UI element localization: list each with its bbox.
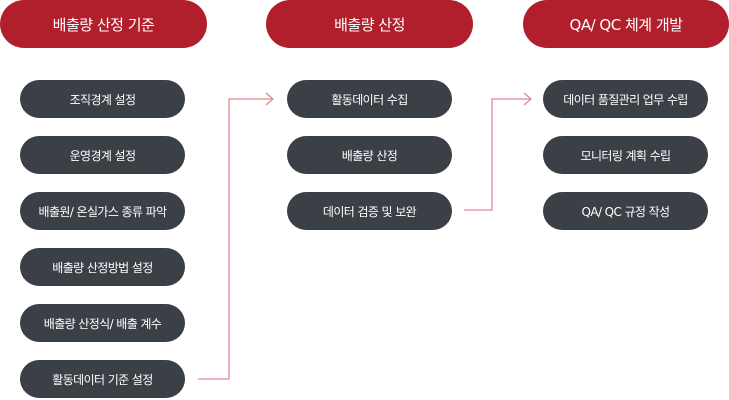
arrow-head-column2 — [265, 92, 274, 106]
step-emission-factors: 배출량 산정식/ 배출 계수 — [20, 304, 185, 342]
step-calculation-method: 배출량 산정방법 설정 — [20, 248, 185, 286]
column-2-header: 배출량 산정 — [266, 0, 473, 48]
connector-column1-to-column2 — [198, 98, 272, 380]
column-3-header: QA/ QC 체계 개발 — [523, 0, 729, 48]
step-monitoring-plan: 모니터링 계획 수립 — [543, 136, 708, 174]
step-activity-data-criteria: 활동데이터 기준 설정 — [20, 360, 185, 398]
step-operational-boundary: 운영경계 설정 — [20, 136, 185, 174]
arrow-head-column3 — [523, 92, 532, 106]
step-activity-data-collection: 활동데이터 수집 — [287, 80, 452, 118]
connector-column2-to-column3 — [464, 98, 530, 211]
step-emission-calculation: 배출량 산정 — [287, 136, 452, 174]
step-qa-qc-rules: QA/ QC 규정 작성 — [543, 192, 708, 230]
step-emission-sources: 배출원/ 온실가스 종류 파악 — [20, 192, 185, 230]
step-data-verification: 데이터 검증 및 보완 — [287, 192, 452, 230]
step-data-quality-management: 데이터 품질관리 업무 수립 — [543, 80, 708, 118]
step-organizational-boundary: 조직경계 설정 — [20, 80, 185, 118]
column-1-header: 배출량 산정 기준 — [0, 0, 207, 48]
